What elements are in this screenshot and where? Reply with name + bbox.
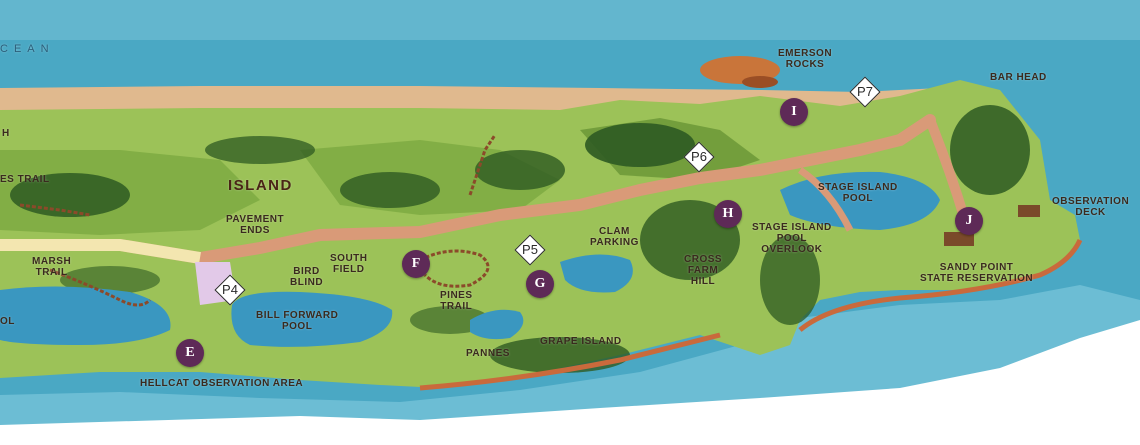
- sandy-point-shore: [798, 238, 1083, 332]
- south-field-label: SOUTH FIELD: [330, 253, 368, 275]
- pines-trail-label: PINES TRAIL: [440, 290, 473, 312]
- paper-edge: [0, 310, 1140, 445]
- site-marker-h[interactable]: H: [714, 200, 742, 228]
- stage-island-pool-label: STAGE ISLAND POOL: [818, 182, 898, 204]
- h-edge-label: H: [2, 128, 10, 139]
- ol-label: OL: [0, 316, 15, 327]
- south-shore: [419, 332, 721, 391]
- ocean-highlight: [0, 0, 1140, 40]
- bill-forward-pool-water: [231, 291, 393, 347]
- cross-farm-hill-label: CROSS FARM HILL: [684, 254, 723, 287]
- emerson-rocks-label: EMERSON ROCKS: [778, 48, 833, 70]
- site-marker-g[interactable]: G: [526, 270, 554, 298]
- parking-marker-label: P7: [857, 84, 873, 99]
- pannes-pond-water: [560, 254, 633, 293]
- forest-5: [585, 123, 695, 167]
- forest-3: [340, 172, 440, 208]
- forest-7: [760, 235, 820, 325]
- site-marker-j[interactable]: J: [955, 207, 983, 235]
- ocean-label: CEAN: [0, 43, 55, 55]
- pavement-paved: [0, 239, 201, 264]
- observation-deck-structure: [1018, 205, 1040, 217]
- pannes-label: PANNES: [466, 348, 510, 359]
- parking-marker-label: P5: [522, 242, 538, 257]
- site-marker-f[interactable]: F: [402, 250, 430, 278]
- parking-marker-p5[interactable]: P5: [514, 234, 546, 266]
- parking-marker-label: P4: [222, 282, 238, 297]
- es-trail-label: ES TRAIL: [0, 174, 50, 185]
- parking-marker-label: P6: [691, 149, 707, 164]
- island-label: ISLAND: [228, 177, 293, 194]
- bay-water: [0, 285, 1140, 425]
- trail-west: [19, 203, 91, 217]
- bar-head-label: BAR HEAD: [990, 72, 1047, 83]
- bill-forward-pool-label: BILL FORWARD POOL: [256, 310, 339, 332]
- refuge-road: [0, 114, 936, 265]
- clam-parking-label: CLAM PARKING: [590, 226, 639, 248]
- sandy-point-label: SANDY POINT STATE RESERVATION: [920, 262, 1034, 284]
- hellcat-label: HELLCAT OBSERVATION AREA: [140, 378, 304, 389]
- forest-2: [205, 136, 315, 164]
- forest-4: [475, 150, 565, 190]
- forest-8: [950, 105, 1030, 195]
- west-pool-water: [0, 286, 171, 345]
- emerson-rocks-2: [742, 76, 778, 88]
- road-to-stage-overlook: [798, 167, 854, 232]
- parking-marker-p4[interactable]: P4: [214, 274, 246, 306]
- observation-deck-label: OBSERVATION DECK: [1052, 196, 1130, 218]
- stage-island-pool-overlook-label: STAGE ISLAND POOL OVERLOOK: [752, 222, 832, 255]
- bird-blind-label: BIRD BLIND: [290, 266, 324, 288]
- forest-10: [60, 266, 160, 294]
- site-marker-i[interactable]: I: [780, 98, 808, 126]
- marsh-trail-label: MARSH TRAIL: [32, 256, 72, 278]
- parking-marker-p7[interactable]: P7: [849, 76, 881, 108]
- grape-island-label: GRAPE ISLAND: [540, 336, 622, 347]
- pavement-ends-label: PAVEMENT ENDS: [226, 214, 285, 236]
- trail-marsh: [49, 268, 152, 307]
- trail-pines: [419, 249, 490, 288]
- site-marker-e[interactable]: E: [176, 339, 204, 367]
- sandy-point-building: [944, 232, 974, 246]
- parking-marker-p6[interactable]: P6: [683, 141, 715, 173]
- trail-boardwalk-north: [468, 134, 497, 196]
- pines-pond-water: [470, 309, 524, 340]
